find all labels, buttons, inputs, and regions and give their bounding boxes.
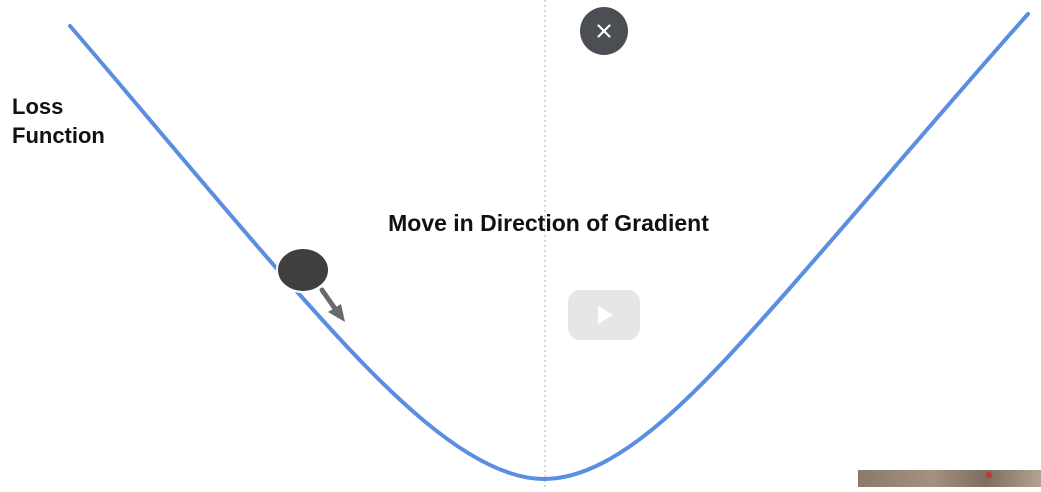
play-button[interactable] xyxy=(568,290,640,340)
thumbnail-marker xyxy=(986,472,992,478)
y-axis-label-line-1: Loss xyxy=(12,94,64,119)
y-axis-label-line-2: Function xyxy=(12,123,105,148)
y-axis-label: Loss Function xyxy=(12,92,105,150)
close-icon xyxy=(597,24,611,38)
play-icon xyxy=(598,306,613,324)
loss-curve xyxy=(68,12,1030,482)
close-button[interactable] xyxy=(580,7,628,55)
ball xyxy=(276,247,330,293)
figure-caption: Move in Direction of Gradient xyxy=(388,210,709,236)
video-thumbnail[interactable] xyxy=(858,470,1041,487)
gradient-arrow xyxy=(319,287,345,322)
